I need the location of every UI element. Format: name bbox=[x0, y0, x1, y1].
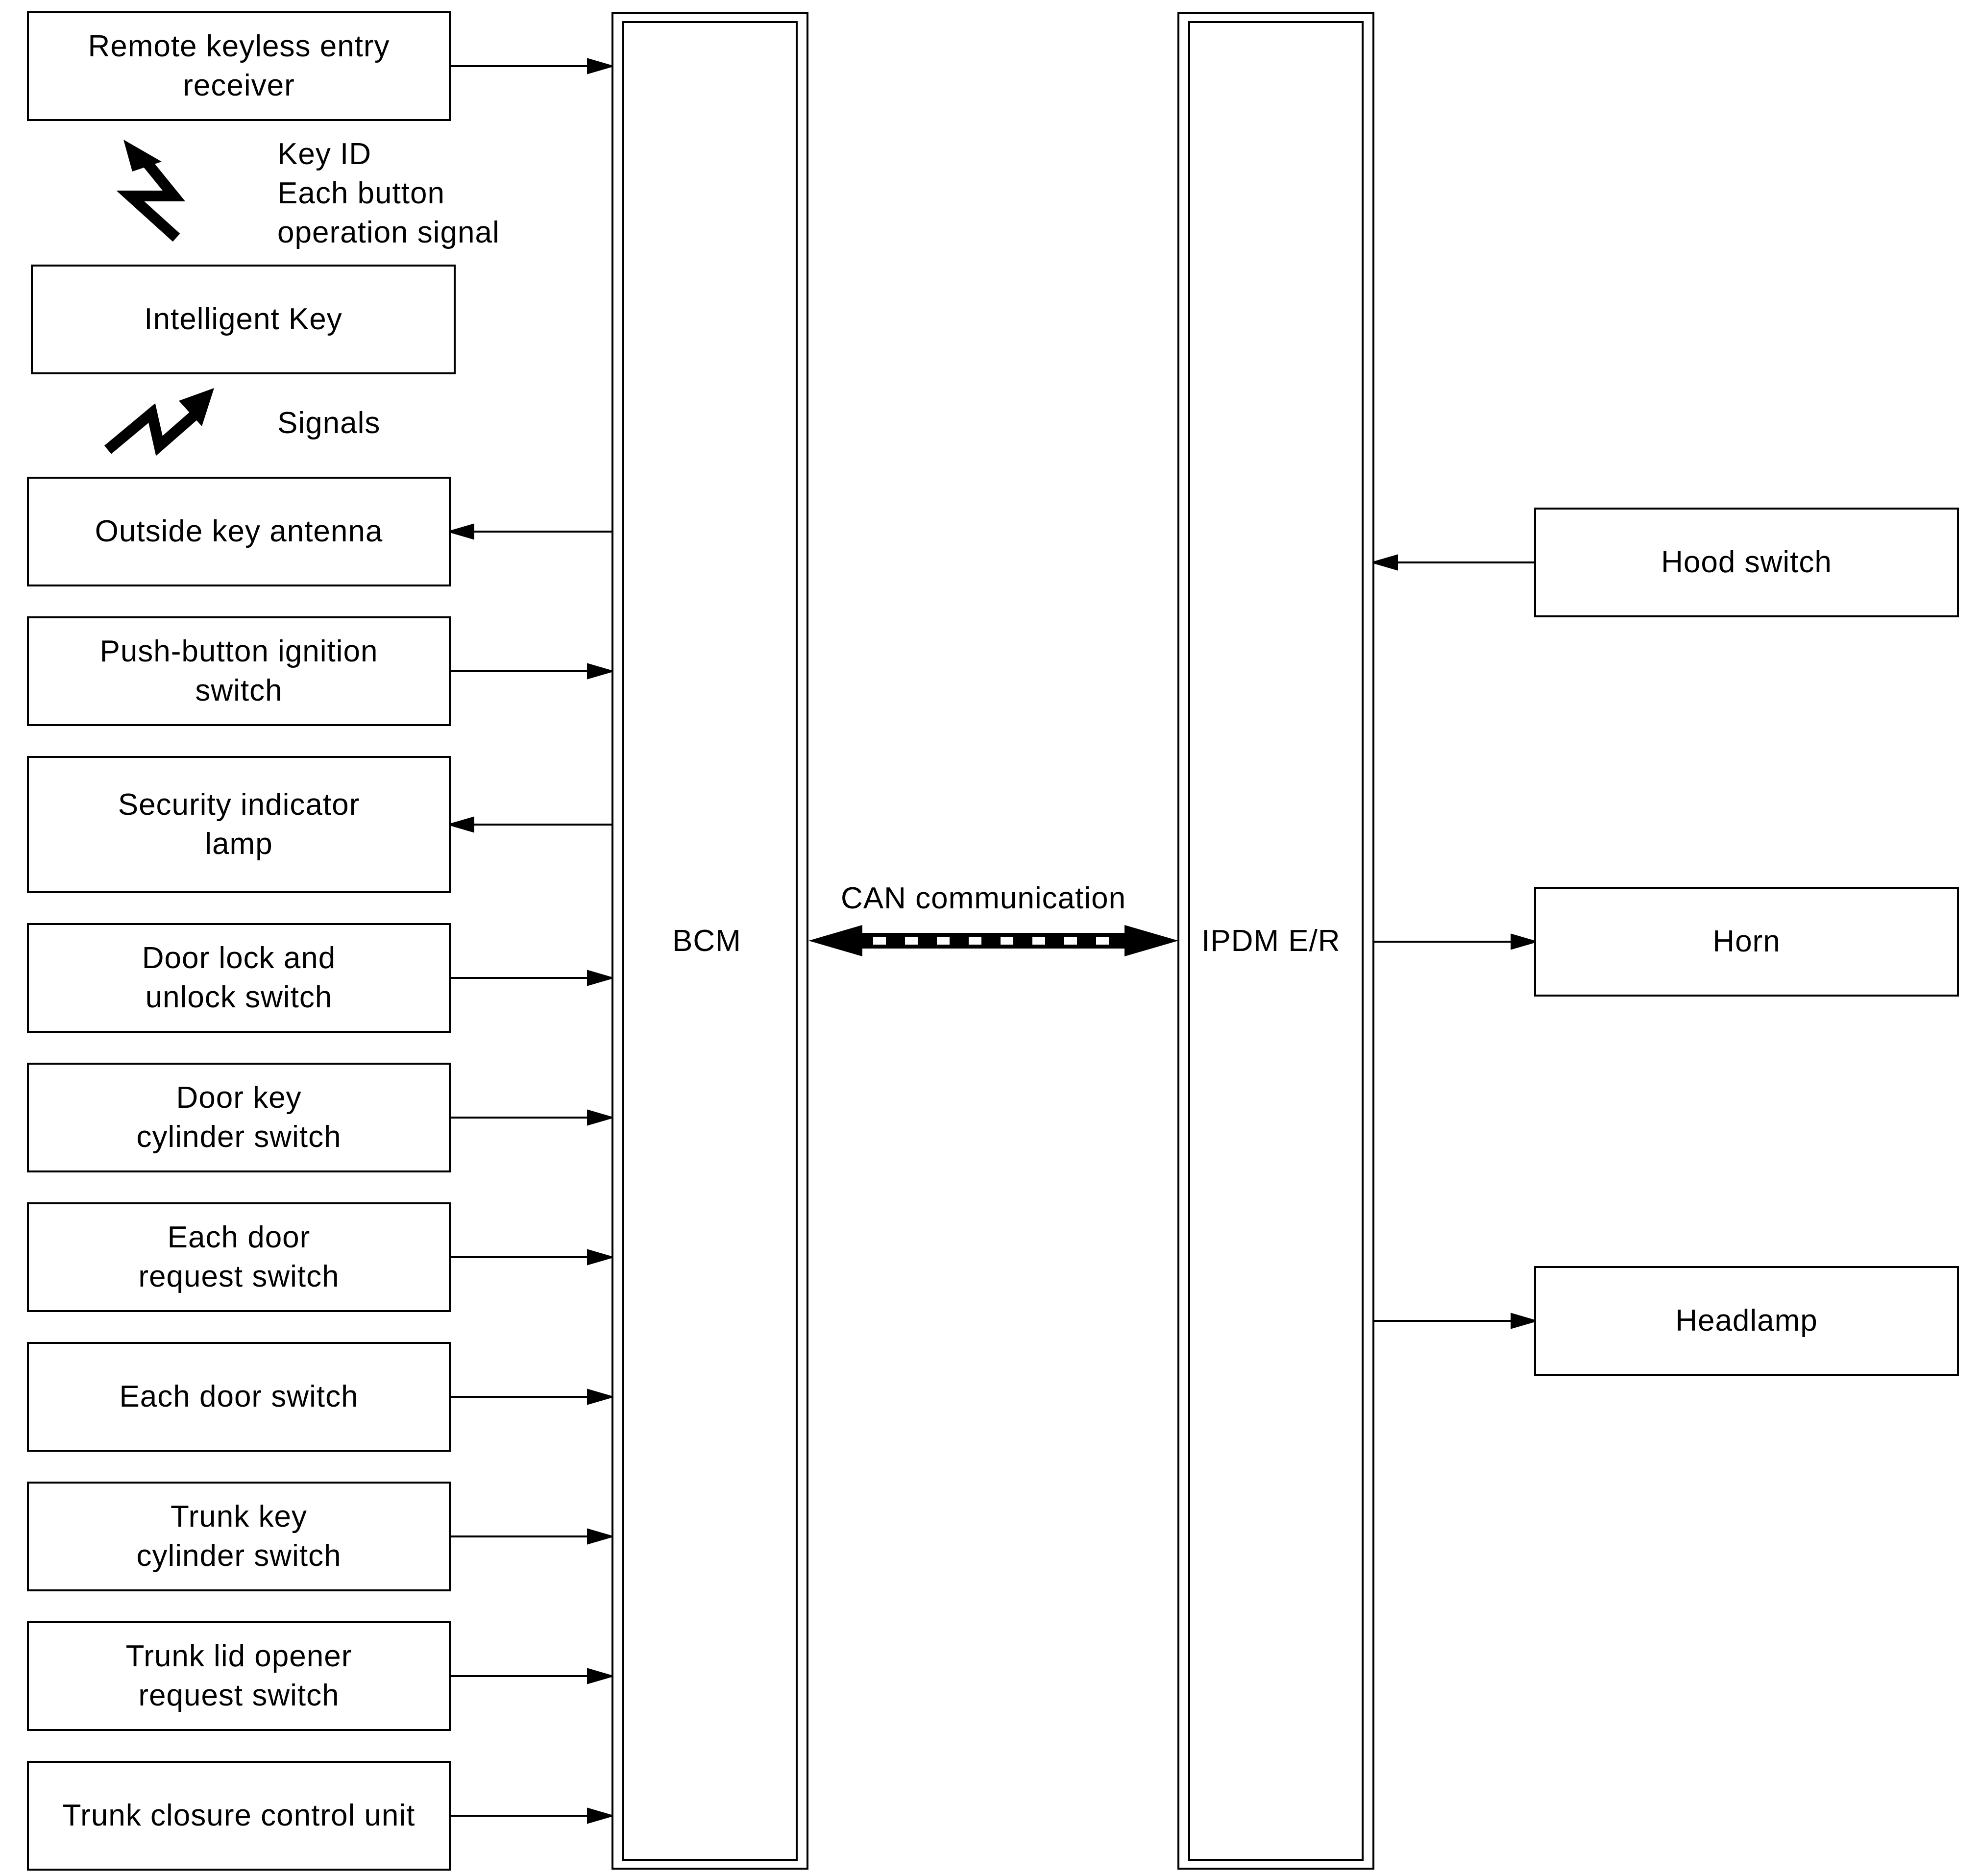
bcm-module bbox=[611, 12, 808, 1870]
block-label: Security indicator lamp bbox=[118, 788, 360, 861]
block-label: Push-button ignition switch bbox=[99, 634, 378, 707]
arrowhead bbox=[587, 1668, 615, 1684]
arrowhead bbox=[587, 1528, 615, 1545]
signals-label: Signals bbox=[277, 406, 381, 440]
key-signal-label: Key ID Each button operation signal bbox=[277, 137, 500, 249]
push-button-ignition-switch: Push-button ignition switch bbox=[27, 616, 451, 726]
horn: Horn bbox=[1534, 887, 1959, 997]
block-label: Remote keyless entry receiver bbox=[88, 29, 390, 102]
can-bus-arrow bbox=[808, 925, 1178, 956]
arrowhead bbox=[446, 523, 474, 540]
hood-switch: Hood switch bbox=[1534, 508, 1959, 617]
bcm-inner-border bbox=[622, 21, 798, 1861]
trunk-key-cylinder-switch: Trunk key cylinder switch bbox=[27, 1482, 451, 1591]
block-label: Horn bbox=[1712, 925, 1781, 958]
ipdm-inner-border bbox=[1188, 21, 1364, 1861]
wireless-signal-icon bbox=[116, 140, 186, 242]
arrowhead bbox=[587, 970, 615, 986]
door-key-cylinder-switch: Door key cylinder switch bbox=[27, 1063, 451, 1172]
ipdm-er-label: IPDM E/R bbox=[1201, 924, 1341, 958]
arrowhead bbox=[587, 1807, 615, 1824]
intelligent-key: Intelligent Key bbox=[31, 265, 456, 374]
arrowhead bbox=[446, 816, 474, 833]
arrowhead bbox=[1511, 1313, 1539, 1329]
arrowhead bbox=[587, 1389, 615, 1405]
block-label: Trunk closure control unit bbox=[62, 1799, 416, 1832]
wireless-signal-icon bbox=[104, 388, 214, 456]
trunk-lid-opener-request-switch: Trunk lid opener request switch bbox=[27, 1621, 451, 1731]
remote-keyless-entry-receiver: Remote keyless entry receiver bbox=[27, 11, 451, 121]
block-label: Trunk lid opener request switch bbox=[125, 1639, 352, 1712]
arrowhead bbox=[587, 663, 615, 680]
block-label: Each door request switch bbox=[138, 1220, 340, 1293]
can-communication-label: CAN communication bbox=[841, 881, 1126, 915]
bcm-label: BCM bbox=[672, 924, 741, 958]
arrowhead bbox=[587, 1109, 615, 1126]
arrowhead bbox=[1369, 554, 1398, 571]
headlamp: Headlamp bbox=[1534, 1266, 1959, 1376]
trunk-closure-control-unit: Trunk closure control unit bbox=[27, 1761, 451, 1871]
block-label: Outside key antenna bbox=[95, 514, 383, 548]
each-door-switch: Each door switch bbox=[27, 1342, 451, 1452]
arrowhead bbox=[1511, 933, 1539, 950]
block-label: Door lock and unlock switch bbox=[142, 941, 336, 1014]
arrowhead bbox=[587, 1249, 615, 1266]
ipdm-er-module bbox=[1177, 12, 1374, 1870]
door-lock-and-unlock-switch: Door lock and unlock switch bbox=[27, 923, 451, 1033]
outside-key-antenna: Outside key antenna bbox=[27, 477, 451, 586]
each-door-request-switch: Each door request switch bbox=[27, 1202, 451, 1312]
block-label: Each door switch bbox=[119, 1380, 359, 1413]
block-label: Intelligent Key bbox=[144, 302, 342, 336]
block-label: Headlamp bbox=[1675, 1304, 1818, 1338]
block-label: Hood switch bbox=[1661, 545, 1832, 579]
block-label: Trunk key cylinder switch bbox=[136, 1500, 342, 1573]
arrowhead bbox=[587, 58, 615, 74]
block-label: Door key cylinder switch bbox=[136, 1081, 342, 1154]
security-indicator-lamp: Security indicator lamp bbox=[27, 756, 451, 893]
